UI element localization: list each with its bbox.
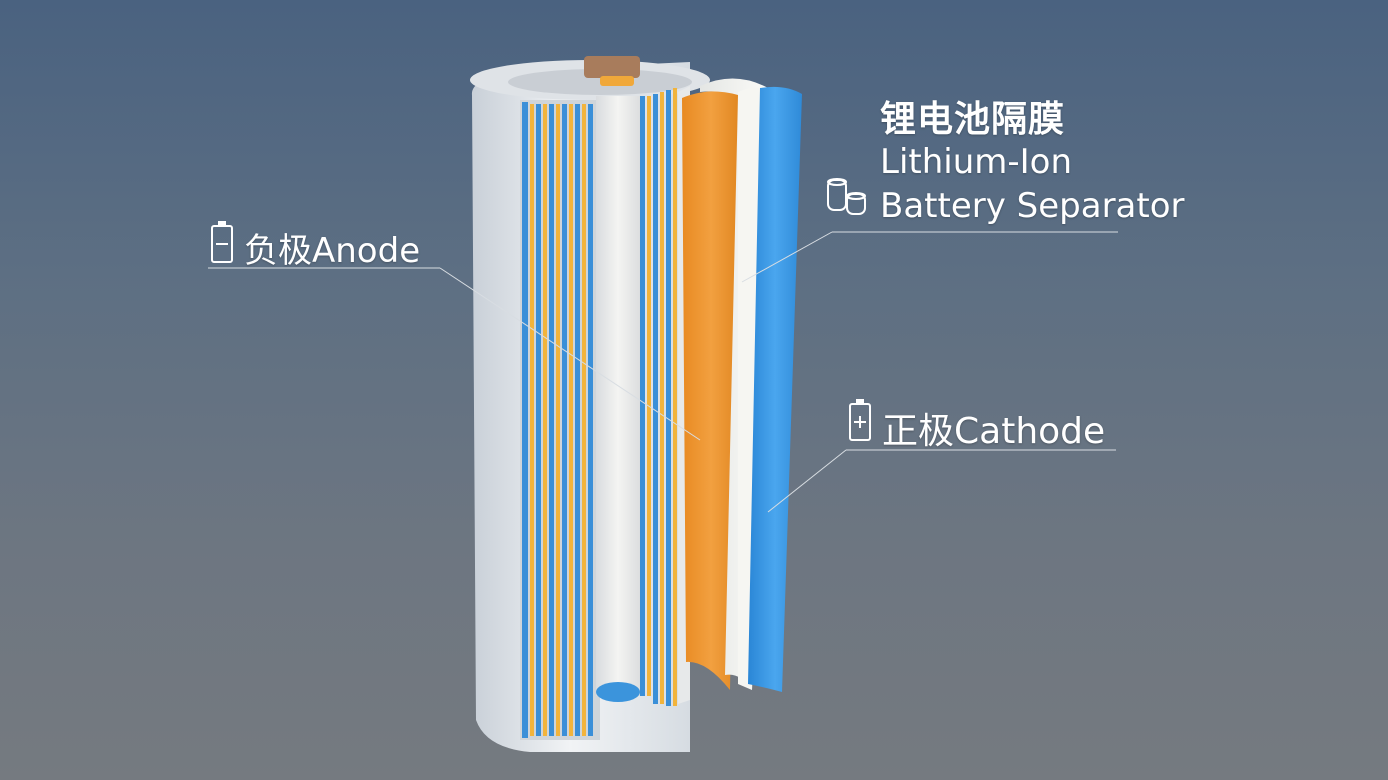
cathode-sheet bbox=[748, 86, 802, 693]
battery-terminal-tab bbox=[600, 76, 634, 86]
anode-sheet bbox=[682, 90, 740, 691]
leader-lines bbox=[208, 231, 1118, 513]
battery-negative-icon bbox=[211, 221, 233, 263]
right-electrode-layers bbox=[640, 88, 677, 706]
anode-leader bbox=[439, 267, 701, 441]
cathode-label: 正极Cathode bbox=[882, 411, 1106, 452]
cathode-leader bbox=[767, 449, 847, 513]
separator-label-cn: 锂电池隔膜 bbox=[880, 99, 1066, 140]
bottom-cap bbox=[596, 682, 640, 702]
battery-terminal bbox=[584, 56, 640, 78]
separator-label-en-line1: Lithium-Ion bbox=[880, 142, 1073, 182]
left-electrode-layers bbox=[522, 102, 593, 738]
separator-leader bbox=[741, 231, 833, 283]
battery-positive-icon bbox=[849, 399, 871, 441]
anode-label: 负极Anode bbox=[244, 231, 421, 271]
battery-cells-icon bbox=[827, 178, 866, 215]
separator-label-en-line2: Battery Separator bbox=[880, 186, 1185, 226]
